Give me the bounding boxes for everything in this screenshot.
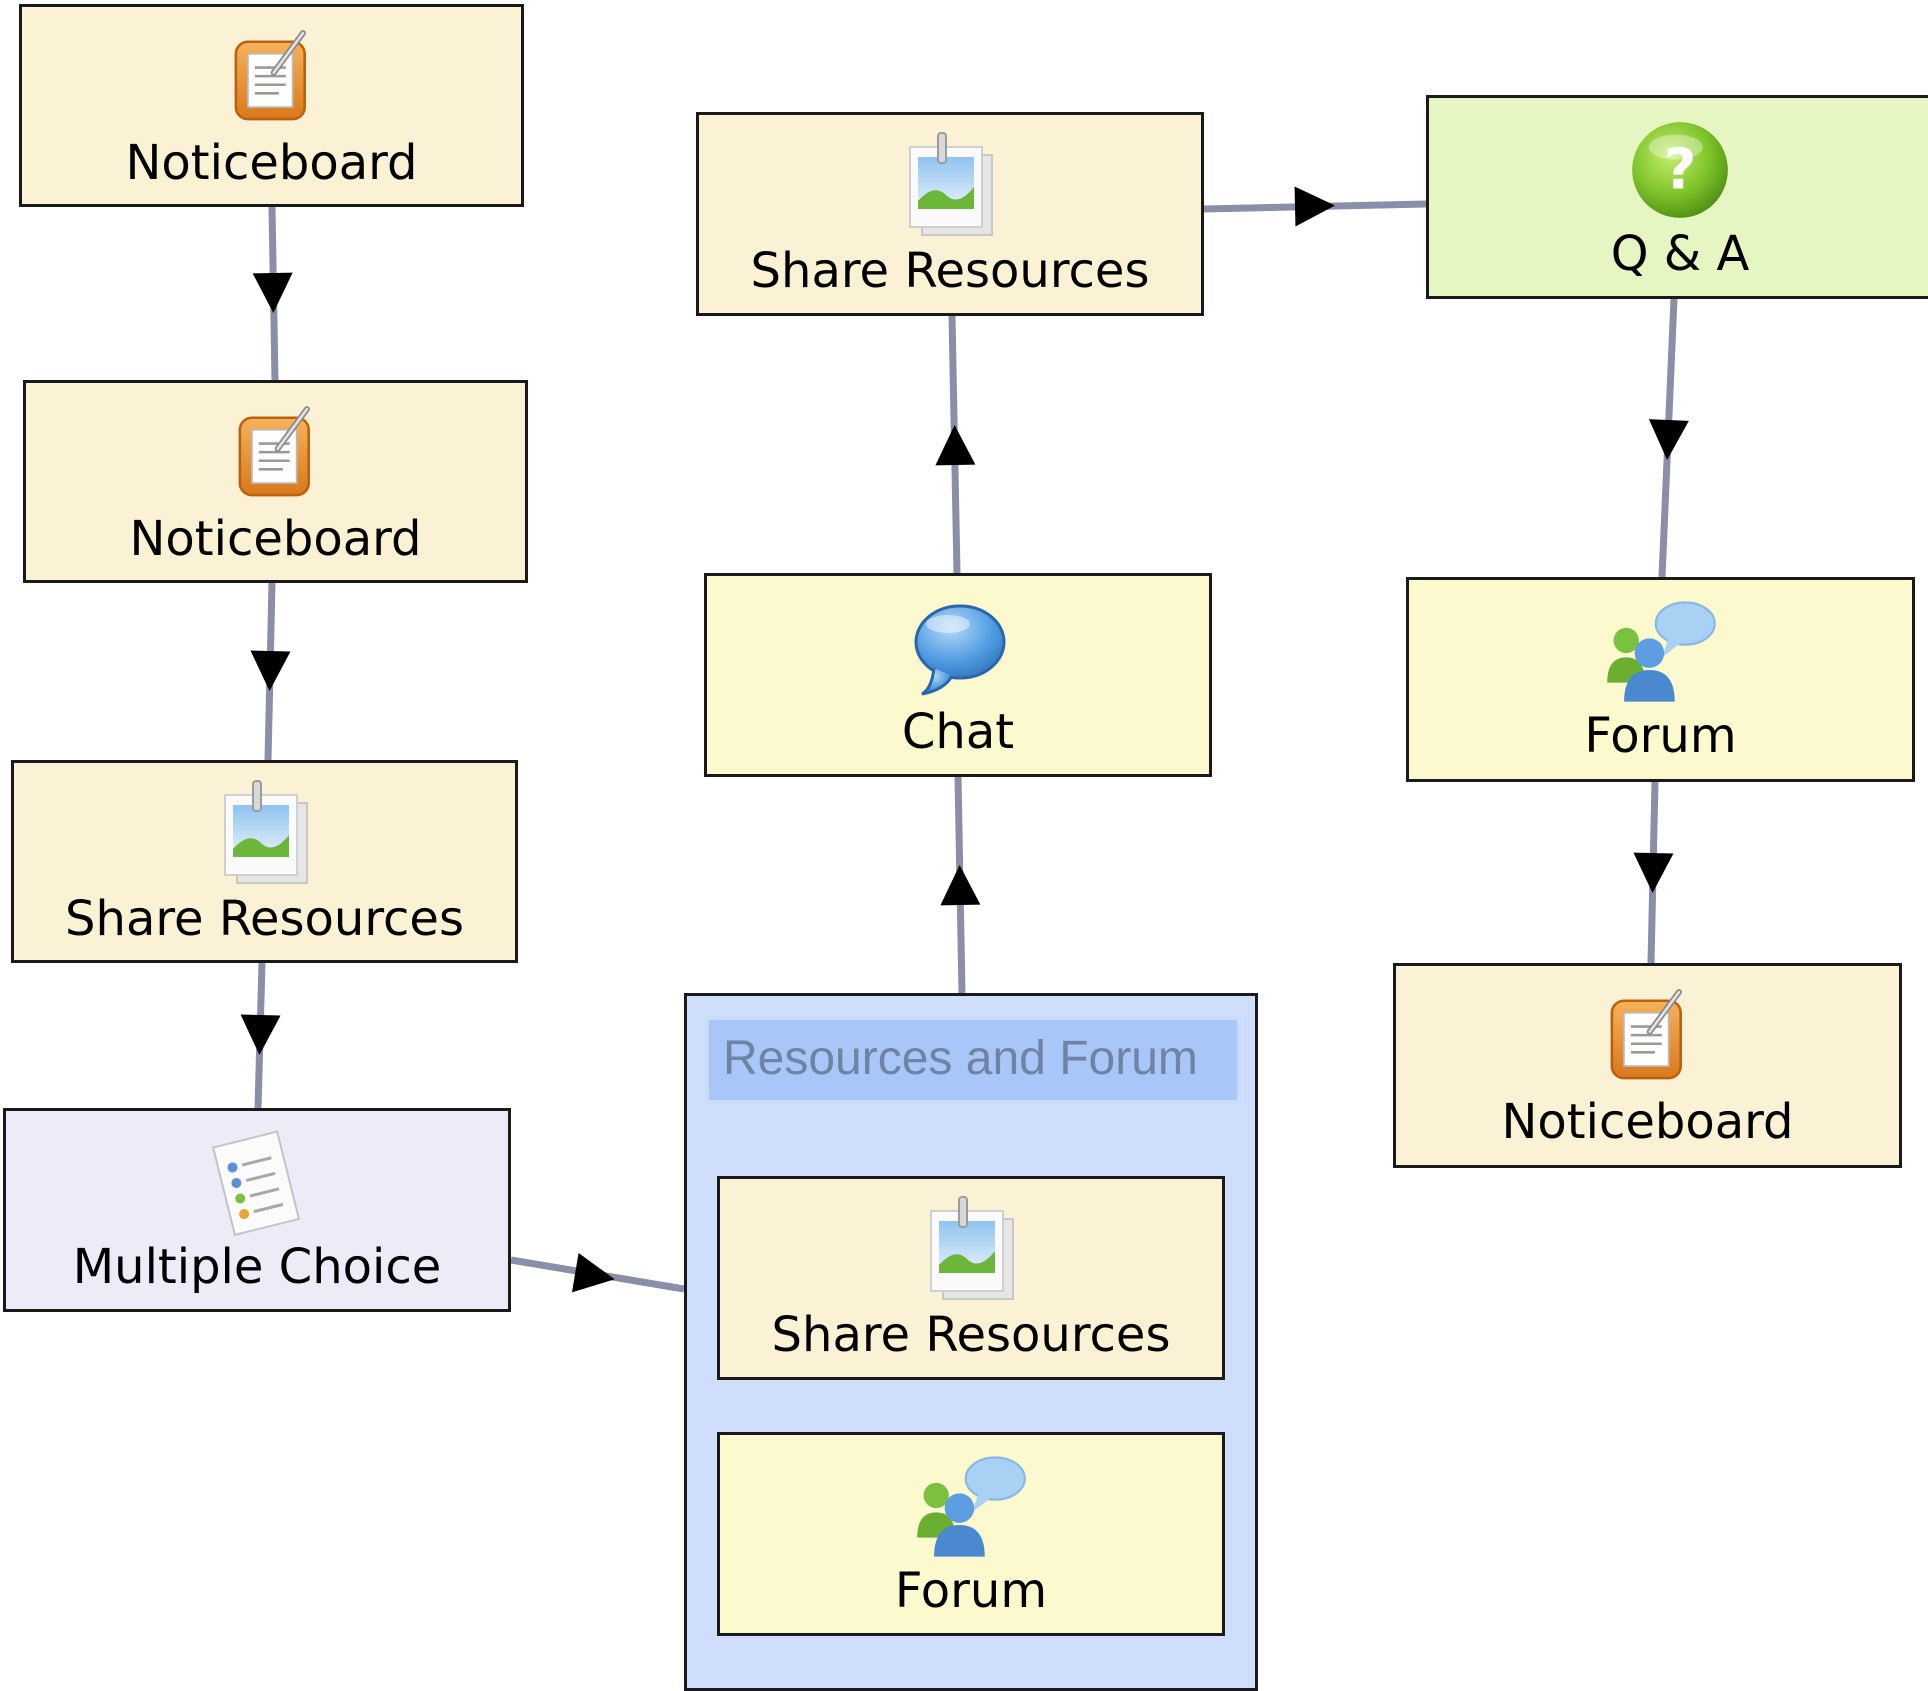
transition-forum1-to-notice3[interactable] xyxy=(1633,781,1674,964)
activity-share-resources[interactable]: Share Resources xyxy=(696,112,1204,316)
activity-forum[interactable]: Forum xyxy=(717,1432,1225,1636)
question-icon xyxy=(1628,118,1732,222)
activity-label: Forum xyxy=(894,1563,1048,1619)
arrowhead-icon xyxy=(935,425,976,466)
group-title: Resources and Forum xyxy=(705,1016,1241,1104)
arrowhead-icon xyxy=(571,1252,615,1293)
activity-label: Noticeboard xyxy=(129,511,422,567)
arrowhead-icon xyxy=(1648,419,1689,460)
transition-mc-to-group[interactable] xyxy=(510,1252,685,1299)
arrowhead-icon xyxy=(1633,852,1674,893)
noticeboard-icon xyxy=(233,403,319,503)
activity-label: Noticeboard xyxy=(125,135,418,191)
arrowhead-icon xyxy=(250,650,291,691)
activity-forum[interactable]: Forum xyxy=(1406,577,1915,782)
transition-group-to-chat[interactable] xyxy=(940,776,981,994)
forum-icon xyxy=(913,1453,1029,1559)
share-resources-icon xyxy=(900,130,1000,242)
forum-icon xyxy=(1603,598,1719,704)
activity-label: Q & A xyxy=(1610,226,1750,282)
noticeboard-icon xyxy=(229,27,315,127)
activity-chat[interactable]: Chat xyxy=(704,573,1212,777)
activity-label: Noticeboard xyxy=(1501,1094,1794,1150)
activity-label: Multiple Choice xyxy=(72,1239,442,1295)
share-resources-icon xyxy=(921,1194,1021,1306)
activity-q-and-a[interactable]: Q & A xyxy=(1426,95,1928,299)
activity-label: Share Resources xyxy=(750,243,1150,299)
activity-share-resources[interactable]: Share Resources xyxy=(717,1176,1225,1380)
multiple-choice-icon xyxy=(207,1127,307,1239)
activity-noticeboard[interactable]: Noticeboard xyxy=(23,380,528,583)
arrowhead-icon xyxy=(1294,186,1335,227)
activity-label: Share Resources xyxy=(65,891,464,947)
activity-share-resources[interactable]: Share Resources xyxy=(11,760,518,963)
noticeboard-icon xyxy=(1605,986,1691,1086)
activity-label: Share Resources xyxy=(771,1307,1171,1363)
transition-notice2-to-share1[interactable] xyxy=(250,582,291,761)
transition-share1-to-mc[interactable] xyxy=(239,962,281,1109)
arrowhead-icon xyxy=(940,865,981,906)
arrowhead-icon xyxy=(252,272,293,313)
activity-noticeboard[interactable]: Noticeboard xyxy=(19,4,524,207)
activity-noticeboard[interactable]: Noticeboard xyxy=(1393,963,1902,1168)
activity-multiple-choice[interactable]: Multiple Choice xyxy=(3,1108,511,1312)
transition-notice1-to-notice2[interactable] xyxy=(252,206,294,381)
transition-chat-to-share2[interactable] xyxy=(935,315,976,574)
optional-activity-group[interactable]: Resources and Forum Share Resources Foru… xyxy=(684,993,1258,1691)
activity-label: Forum xyxy=(1584,708,1737,764)
transition-qa-to-forum1[interactable] xyxy=(1647,298,1689,578)
arrowhead-icon xyxy=(240,1014,281,1055)
transition-share2-to-qa[interactable] xyxy=(1203,186,1427,227)
chat-icon xyxy=(903,598,1013,698)
activity-label: Chat xyxy=(901,704,1015,760)
share-resources-icon xyxy=(215,778,315,890)
